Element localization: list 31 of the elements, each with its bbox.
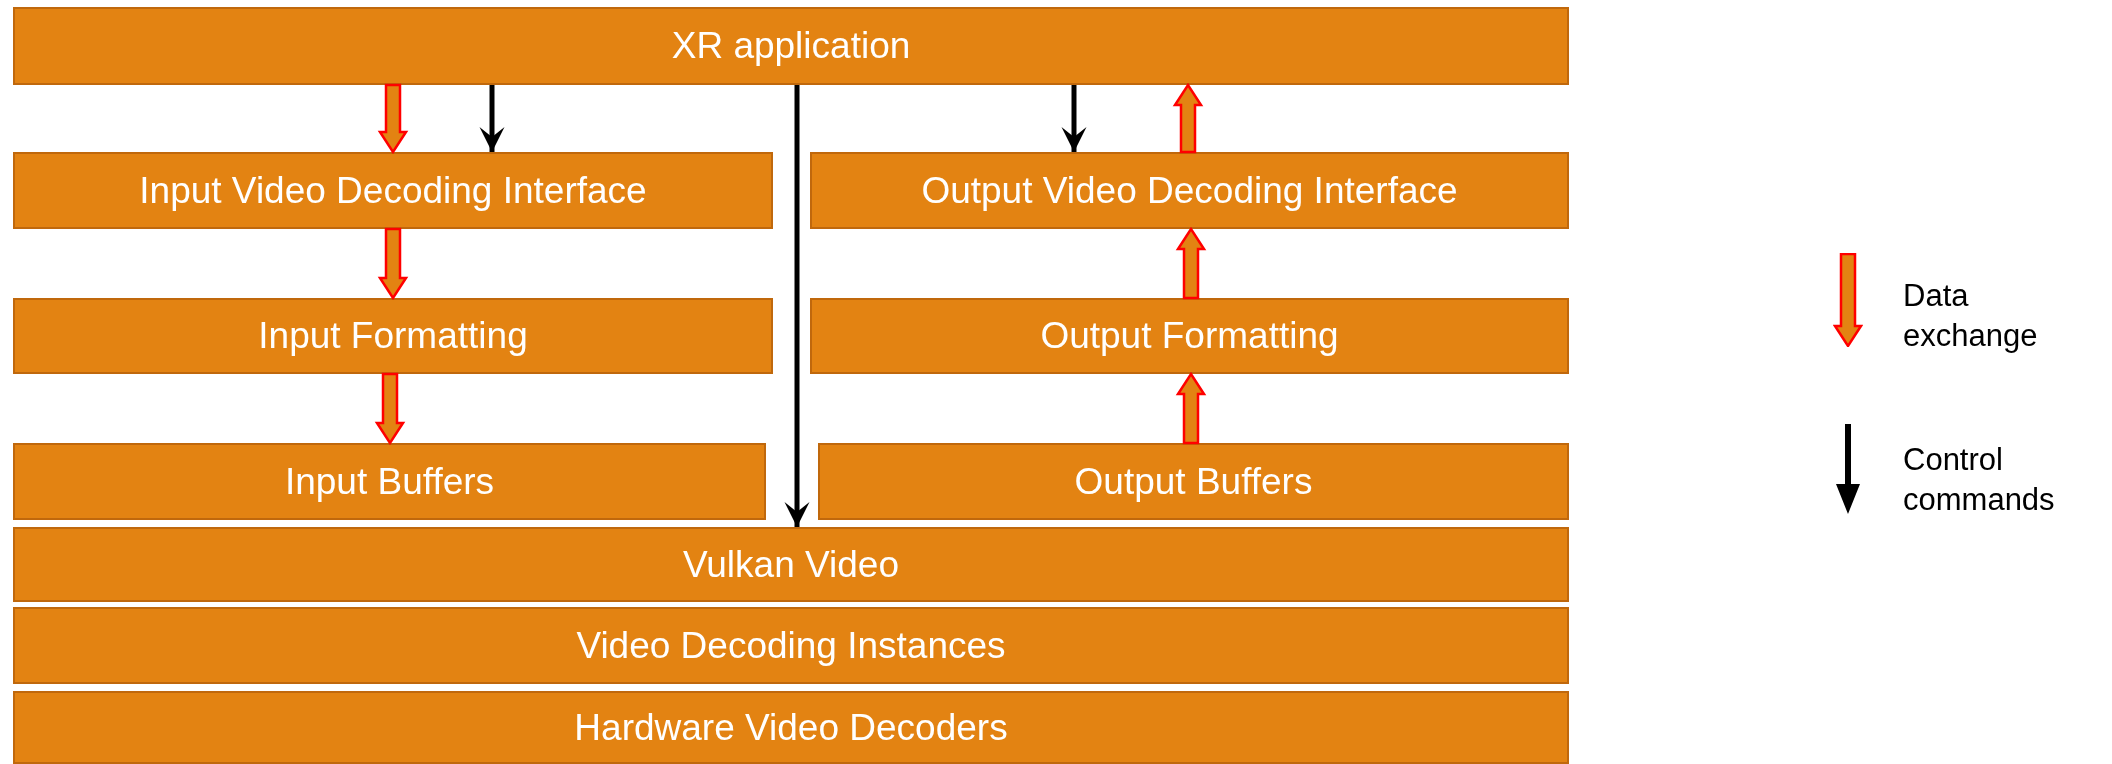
block-arrow [1172, 82, 1204, 154]
instance-layer [13, 607, 1569, 684]
layer-label: Vulkan Video [683, 543, 899, 586]
layer-label: Input Buffers [284, 460, 495, 503]
layer-label: Input Formatting [258, 315, 528, 357]
interface-layer [13, 152, 773, 229]
layer-label: Video Decoding Instances [576, 624, 1006, 667]
layer-label: Output Video Decoding Interface [921, 169, 1458, 212]
layer-label: Output Formatting [1040, 315, 1339, 357]
decoder-layer [13, 691, 1569, 764]
legend-label: Control commands [1903, 441, 2056, 519]
formatting-layer [810, 298, 1569, 374]
buffer-layer [818, 443, 1569, 520]
arrow [784, 85, 810, 527]
block-arrow [374, 372, 406, 446]
block-arrow [377, 83, 409, 155]
layer-label: XR application [671, 25, 911, 67]
api-layer [13, 527, 1569, 602]
application-layer [13, 7, 1569, 85]
interface-layer [810, 152, 1569, 229]
formatting-layer [13, 298, 773, 374]
block-arrow [1175, 371, 1207, 445]
buffer-layer [13, 443, 766, 520]
block-arrow [377, 227, 409, 301]
layer-label: Hardware Video Decoders [574, 706, 1008, 749]
arrow [479, 85, 505, 152]
layer-label: Output Buffers [1074, 460, 1313, 503]
legend-label: Data exchange [1903, 277, 2039, 355]
arrow [1061, 85, 1087, 152]
layer-label: Input Video Decoding Interface [139, 169, 647, 212]
block-arrow [1175, 226, 1207, 300]
